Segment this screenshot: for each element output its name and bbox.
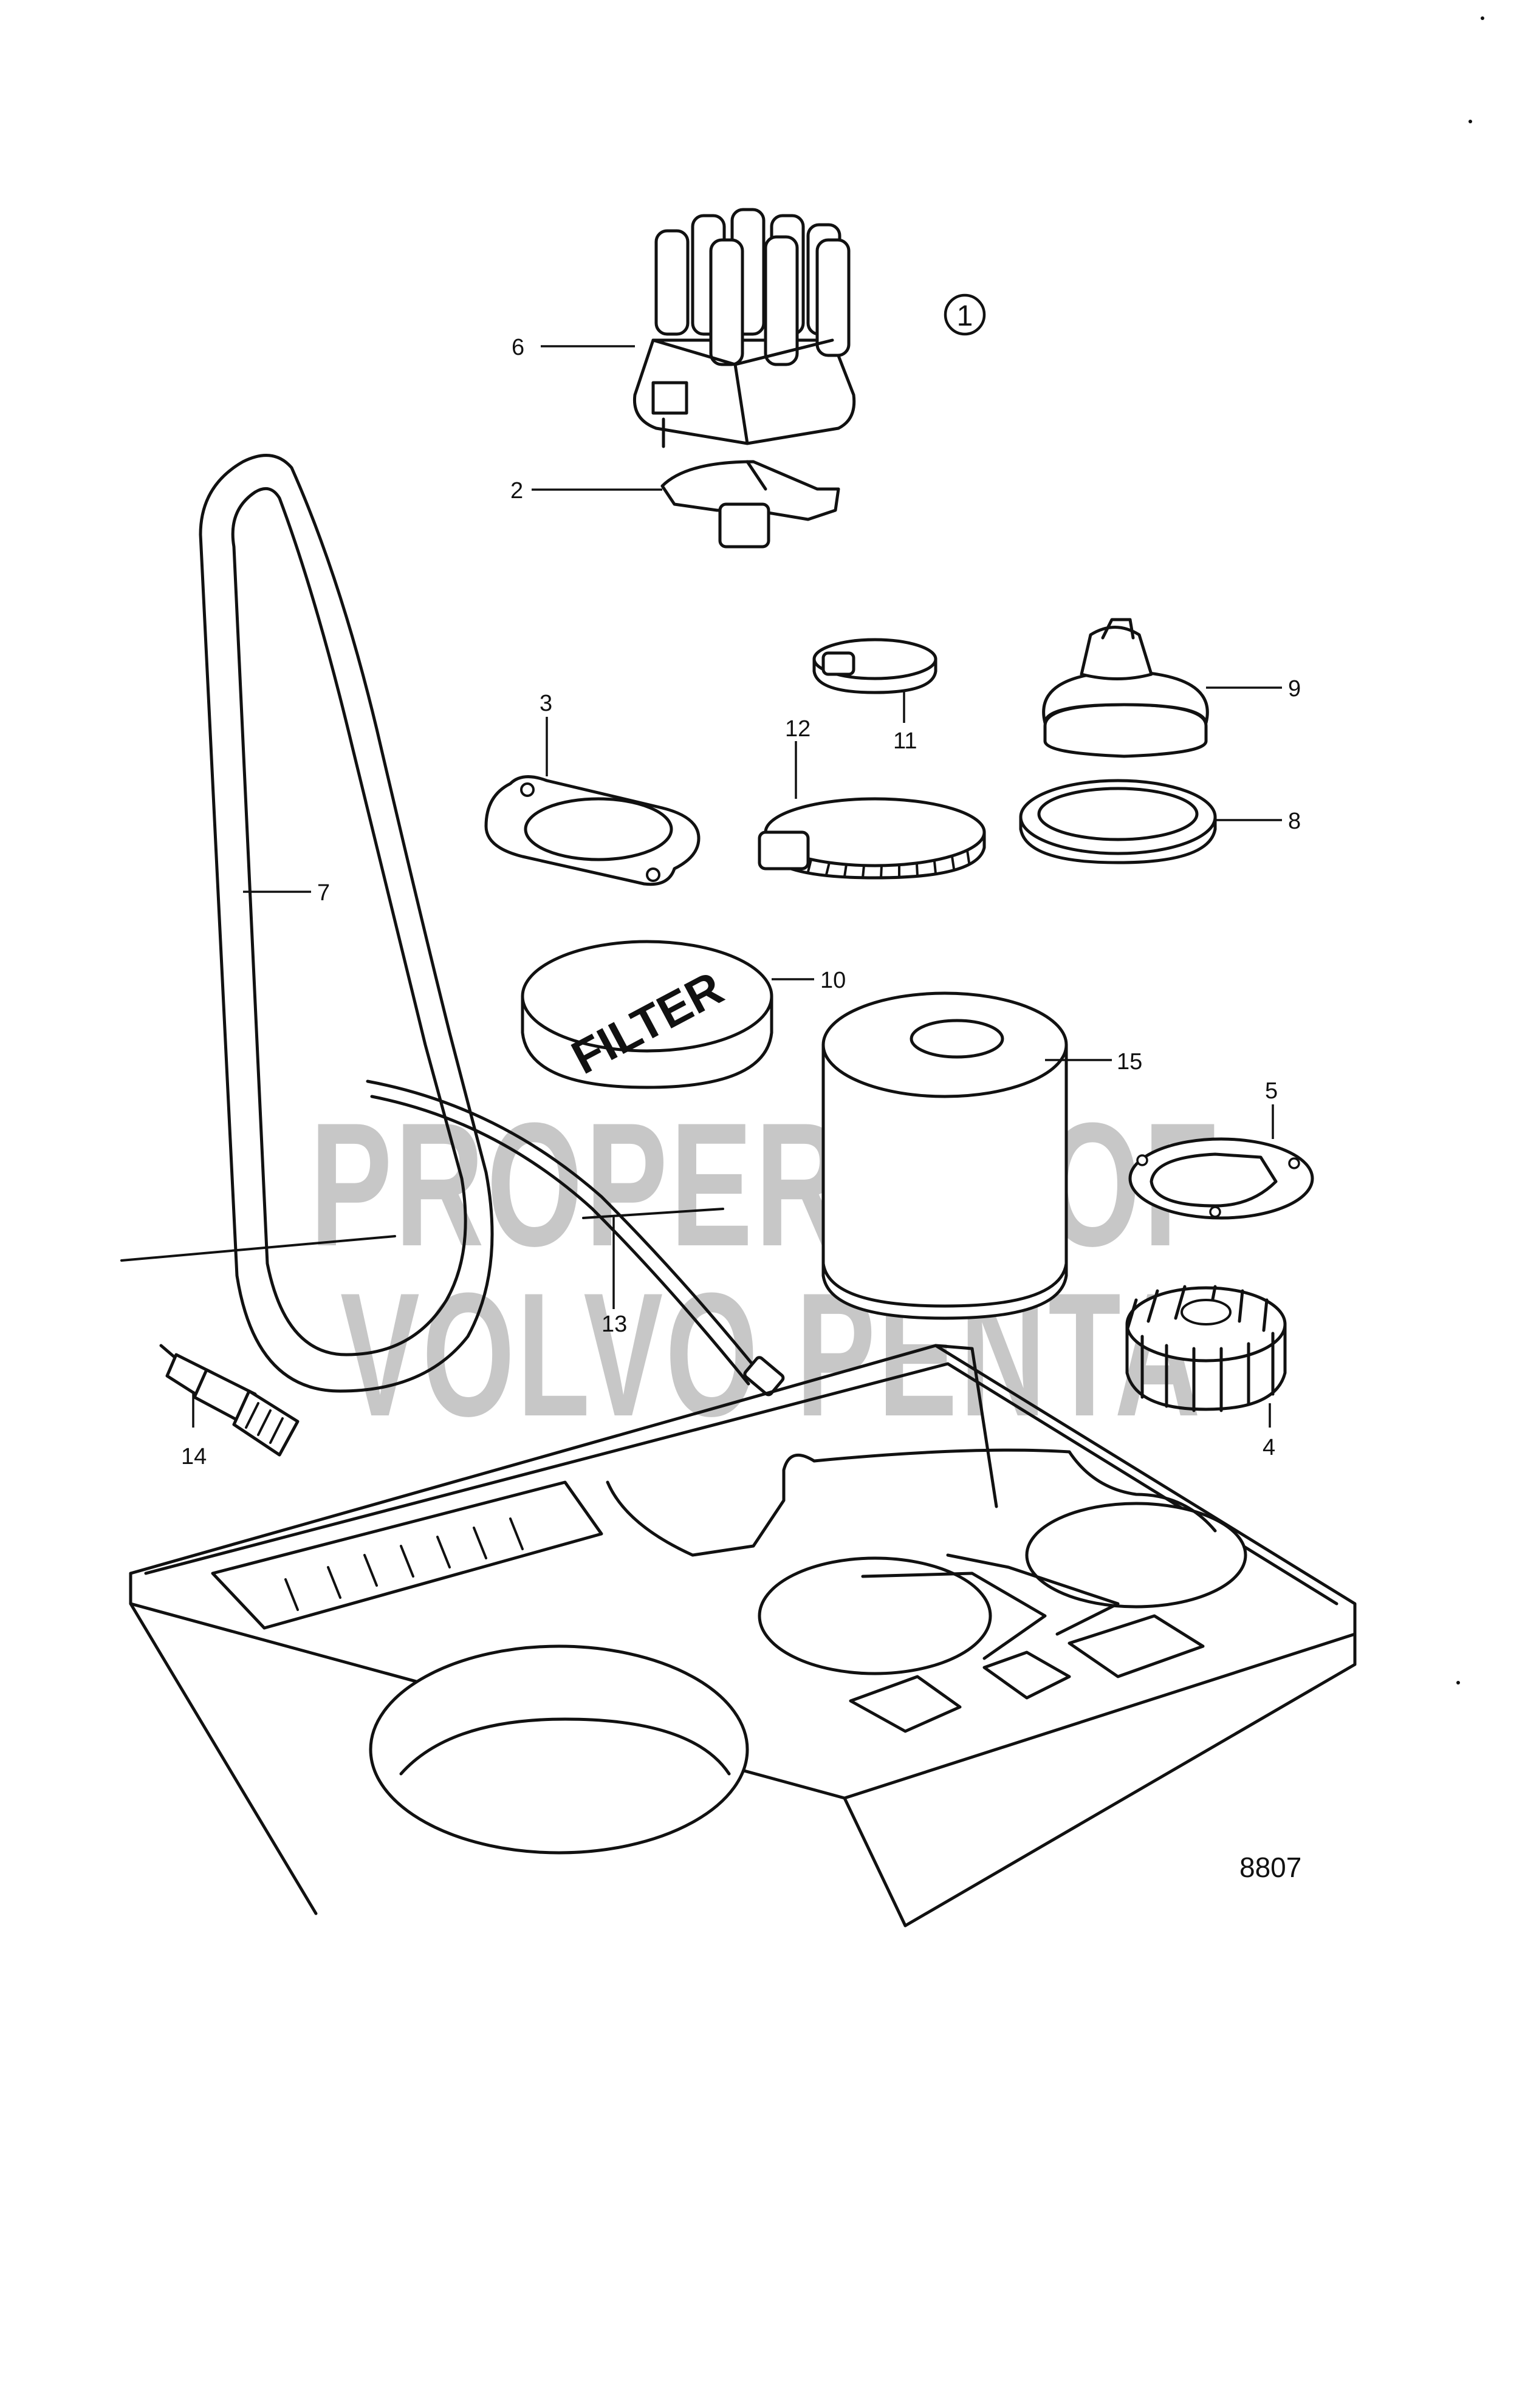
gasket [484,775,701,886]
callout-5: 5 [1265,1078,1278,1104]
pump-gasket [1128,1137,1314,1220]
strap [366,1079,785,1397]
callout-3: 3 [540,691,552,716]
watermark: PROPERTY OF VOLVO PENTA [310,1086,1221,1453]
group-marker-label: 1 [957,300,973,332]
callout-14: 14 [181,1444,207,1469]
edge-line [120,1235,396,1262]
scan-speck [1481,16,1484,20]
spark-plug [159,1344,300,1457]
watermark-line-2: VOLVO PENTA [340,1256,1203,1453]
seal-ring [1019,779,1217,864]
watermark-line-1: PROPERTY OF [310,1086,1221,1283]
small-hose-clamp [812,638,937,694]
callout-9: 9 [1288,676,1301,702]
callout-15: 15 [1117,1049,1142,1075]
distributor-cap [632,208,856,448]
callout-13: 13 [601,1312,627,1337]
callout-12: 12 [785,716,810,742]
callout-2: 2 [510,478,523,504]
filter-cartridge: FILTER [521,940,773,1089]
callout-11: 11 [893,728,917,754]
distributor-rotor [660,460,840,549]
pump-impeller [1125,1285,1287,1412]
large-hose-clamp [758,797,986,880]
callout-10: 10 [820,968,846,993]
oil-filter [821,991,1068,1320]
figure-number: 8807 [1239,1852,1301,1883]
callout-7: 7 [317,880,330,906]
storage-box [129,1344,1357,1927]
callout-8: 8 [1288,809,1301,834]
drive-belt [199,454,494,1393]
edge-line [582,1208,724,1219]
group-marker: 1 [944,293,986,336]
callout-4: 4 [1263,1435,1275,1460]
scan-speck [1468,120,1472,123]
callout-6: 6 [512,335,524,360]
scan-speck [1456,1681,1460,1685]
thermostat [1042,618,1209,758]
